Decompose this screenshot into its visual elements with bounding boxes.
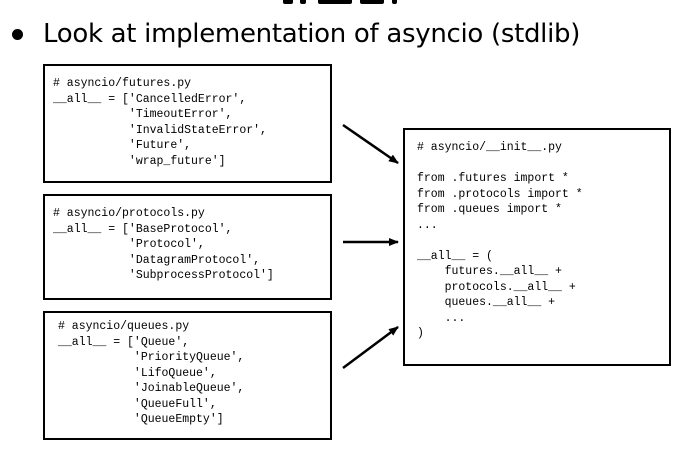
init-code: # asyncio/__init__.py from .futures impo… — [417, 141, 583, 340]
bullet-text: Look at implementation of asyncio (stdli… — [43, 19, 581, 49]
futures-code-box: # asyncio/futures.py __all__ = ['Cancell… — [43, 64, 332, 183]
queues-code: # asyncio/queues.py __all__ = ['Queue', … — [58, 320, 245, 426]
futures-code: # asyncio/futures.py __all__ = ['Cancell… — [53, 77, 267, 168]
protocols-code-box: # asyncio/protocols.py __all__ = ['BaseP… — [43, 194, 332, 300]
queues-code-box: # asyncio/queues.py __all__ = ['Queue', … — [43, 311, 332, 440]
queues-arrow — [342, 325, 399, 370]
protocols-code: # asyncio/protocols.py __all__ = ['BaseP… — [53, 207, 274, 282]
previous-text-fragment — [0, 0, 684, 6]
init-code-box: # asyncio/__init__.py from .futures impo… — [403, 128, 671, 366]
bullet-point: Look at implementation of asyncio (stdli… — [12, 14, 580, 54]
futures-arrow — [342, 123, 399, 165]
bullet-dot-icon — [12, 28, 23, 40]
